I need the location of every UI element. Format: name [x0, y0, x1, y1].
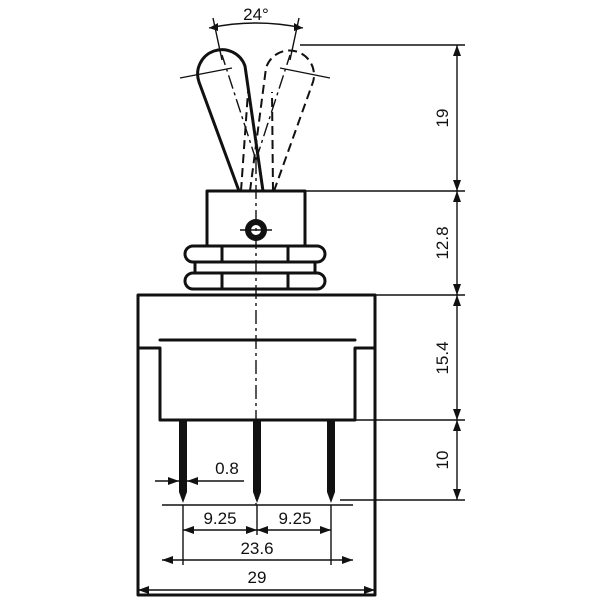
dimension-terminal-length: 10 — [433, 451, 452, 470]
height-dimensions: 19 12.8 15.4 10 — [300, 44, 465, 501]
terminal-pins — [179, 420, 335, 503]
dimension-pin-pitch-right: 9.25 — [278, 509, 311, 528]
dimension-pin-diameter: 0.8 — [215, 459, 239, 478]
terminal-pin-right — [327, 420, 335, 503]
dimension-body-width: 29 — [248, 568, 267, 587]
pin-diameter-dimension: 0.8 — [155, 459, 244, 485]
dimension-bushing-height: 12.8 — [433, 226, 452, 259]
mounting-nuts — [183, 244, 327, 291]
width-dimensions: 9.25 9.25 23.6 29 — [138, 505, 375, 594]
toggle-lever-alternate-position — [240, 49, 315, 192]
terminal-pin-left — [179, 420, 187, 503]
angle-label-text: 24° — [243, 5, 269, 24]
angle-dimension: 24° — [179, 5, 331, 79]
dimension-inner-width: 23.6 — [240, 539, 273, 558]
dimension-pin-pitch-left: 9.25 — [203, 509, 236, 528]
dimension-lever-height: 19 — [433, 109, 452, 128]
terminal-pin-center — [253, 420, 261, 503]
dimension-body-upper-height: 15.4 — [433, 341, 452, 374]
